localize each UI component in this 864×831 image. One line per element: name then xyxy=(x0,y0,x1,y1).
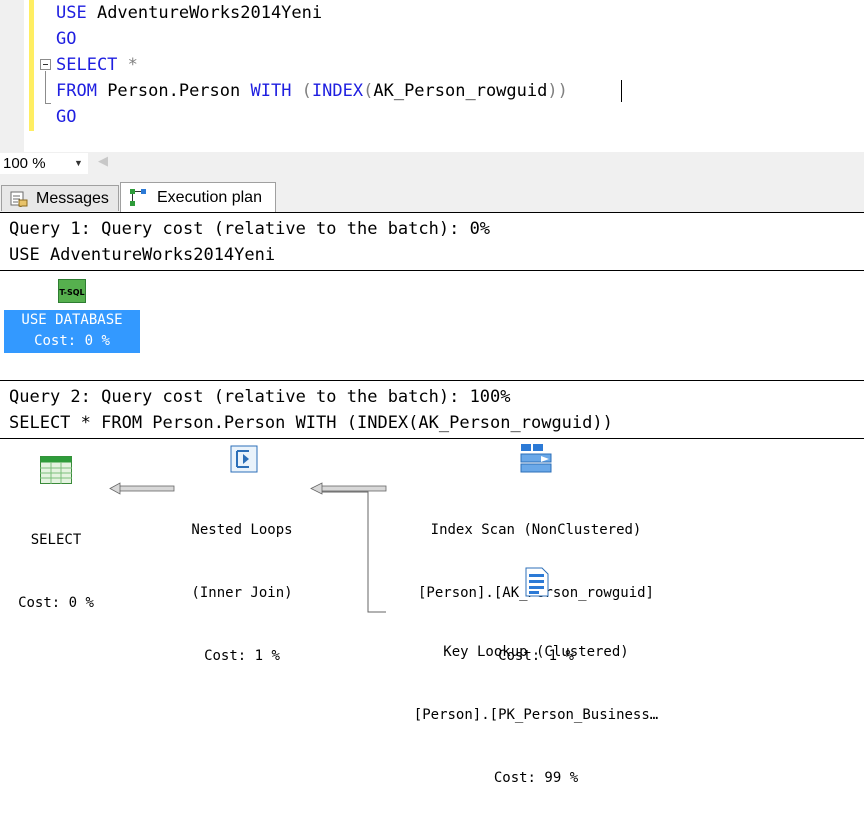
key-lookup-node[interactable]: Key Lookup (Clustered) [Person].[PK_Pers… xyxy=(376,600,696,831)
index-scan-name: Index Scan (NonClustered) xyxy=(430,522,642,538)
key-lookup-name: Key Lookup (Clustered) xyxy=(443,644,629,660)
change-tracking-bar xyxy=(29,0,34,131)
plan-top-rule xyxy=(0,212,864,213)
select-node-cost: Cost: 0 % xyxy=(18,595,94,611)
select-icon[interactable] xyxy=(40,456,72,484)
execution-plan-icon xyxy=(130,189,146,206)
tab-messages-label: Messages xyxy=(36,190,109,207)
index-scan-node[interactable]: Index Scan (NonClustered) [Person].[AK_P… xyxy=(386,478,686,709)
messages-icon xyxy=(10,191,28,207)
index-scan-icon[interactable] xyxy=(519,442,553,474)
select-node[interactable]: SELECT Cost: 0 % xyxy=(6,488,106,656)
results-tabs: Messages Execution plan xyxy=(0,176,864,388)
query1-statement: USE AdventureWorks2014Yeni xyxy=(9,245,276,265)
zoom-bar: 100 % ▼ ◀ xyxy=(0,152,864,176)
query2-header: Query 2: Query cost (relative to the bat… xyxy=(9,387,511,407)
arrow-nested-to-select xyxy=(109,482,175,495)
chevron-down-icon: ▼ xyxy=(74,158,83,168)
execution-plan-pane[interactable]: Query 1: Query cost (relative to the bat… xyxy=(0,212,864,786)
plan-connectors xyxy=(109,482,387,613)
scroll-left-icon[interactable]: ◀ xyxy=(98,154,108,169)
selection-margin xyxy=(0,0,24,152)
arrow-keylookup-to-nested xyxy=(322,491,386,613)
index-scan-cost: Cost: 1 % xyxy=(498,648,574,664)
fold-guide xyxy=(45,71,46,103)
code-line-2[interactable]: GO xyxy=(56,29,77,49)
fold-guide-end xyxy=(45,103,51,104)
tsql-icon[interactable]: T-SQL xyxy=(58,279,86,303)
zoom-dropdown[interactable]: 100 % ▼ xyxy=(0,153,88,174)
query1-rule xyxy=(0,270,864,271)
zoom-value: 100 % xyxy=(3,155,46,172)
query1-header: Query 1: Query cost (relative to the bat… xyxy=(9,219,491,239)
tsql-icon-label: T-SQL xyxy=(59,288,84,297)
query2-statement: SELECT * FROM Person.Person WITH (INDEX(… xyxy=(9,413,613,433)
nested-loops-node[interactable]: Nested Loops (Inner Join) Cost: 1 % xyxy=(172,478,312,709)
query2-top-rule xyxy=(0,380,864,381)
use-database-node[interactable]: USE DATABASE Cost: 0 % xyxy=(4,310,140,353)
tab-messages[interactable]: Messages xyxy=(1,185,119,211)
use-database-cost: Cost: 0 % xyxy=(34,333,110,349)
arrow-indexscan-to-nested xyxy=(310,482,387,495)
query2-rule xyxy=(0,438,864,439)
tab-execution-plan-label: Execution plan xyxy=(157,189,262,206)
key-lookup-detail: [Person].[PK_Person_Business… xyxy=(413,707,659,723)
text-caret xyxy=(621,80,622,102)
code-line-1[interactable]: USE AdventureWorks2014Yeni xyxy=(56,3,323,23)
nested-loops-detail: (Inner Join) xyxy=(191,585,293,601)
nested-loops-icon[interactable] xyxy=(229,444,259,474)
collapse-toggle-icon[interactable] xyxy=(40,59,51,70)
nested-loops-cost: Cost: 1 % xyxy=(204,648,280,664)
select-node-name: SELECT xyxy=(30,532,82,548)
tab-execution-plan[interactable]: Execution plan xyxy=(120,182,276,212)
code-line-4[interactable]: FROM Person.Person WITH (INDEX(AK_Person… xyxy=(56,81,568,101)
use-database-name: USE DATABASE xyxy=(21,312,123,328)
code-line-5[interactable]: GO xyxy=(56,107,77,127)
code-line-3[interactable]: SELECT * xyxy=(56,55,138,75)
key-lookup-icon[interactable] xyxy=(522,566,552,598)
nested-loops-name: Nested Loops xyxy=(191,522,293,538)
sql-editor[interactable]: USE AdventureWorks2014Yeni GO SELECT * F… xyxy=(0,0,864,152)
key-lookup-cost: Cost: 99 % xyxy=(493,770,579,786)
